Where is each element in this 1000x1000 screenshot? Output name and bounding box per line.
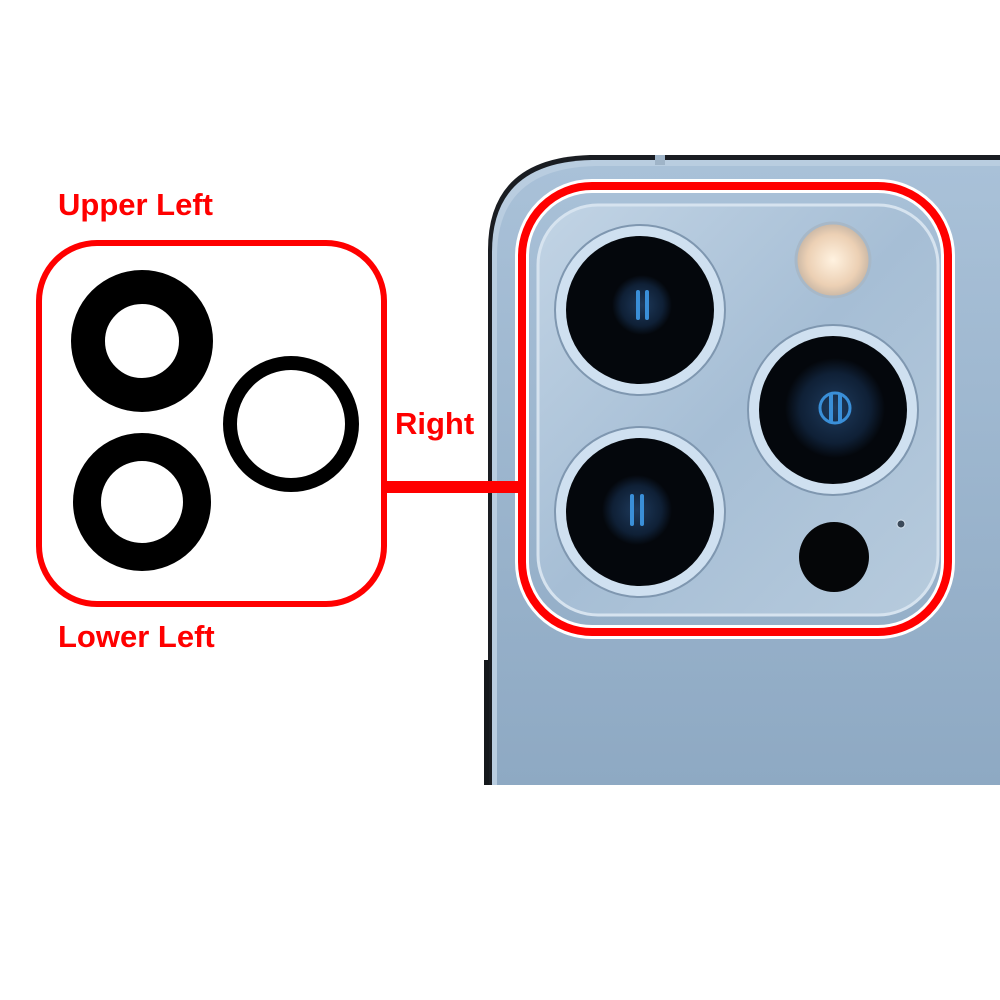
lower-left-camera-lens: [554, 426, 726, 598]
upper-left-label: Upper Left: [58, 187, 213, 222]
right-label: Right: [395, 406, 475, 441]
upper-left-camera-lens: [554, 224, 726, 396]
lidar-sensor: [799, 522, 869, 592]
gasket-highlight-frame: [36, 240, 387, 607]
right-lens-gasket: [223, 356, 359, 492]
upper-left-lens-gasket: [71, 270, 213, 412]
connector-line: [384, 481, 526, 493]
lower-left-lens-gasket: [73, 433, 211, 571]
camera-module: [536, 203, 940, 617]
right-camera-lens: [747, 324, 919, 496]
microphone-hole: [896, 519, 906, 529]
lower-left-label: Lower Left: [58, 619, 215, 654]
flash-icon: [794, 221, 872, 299]
